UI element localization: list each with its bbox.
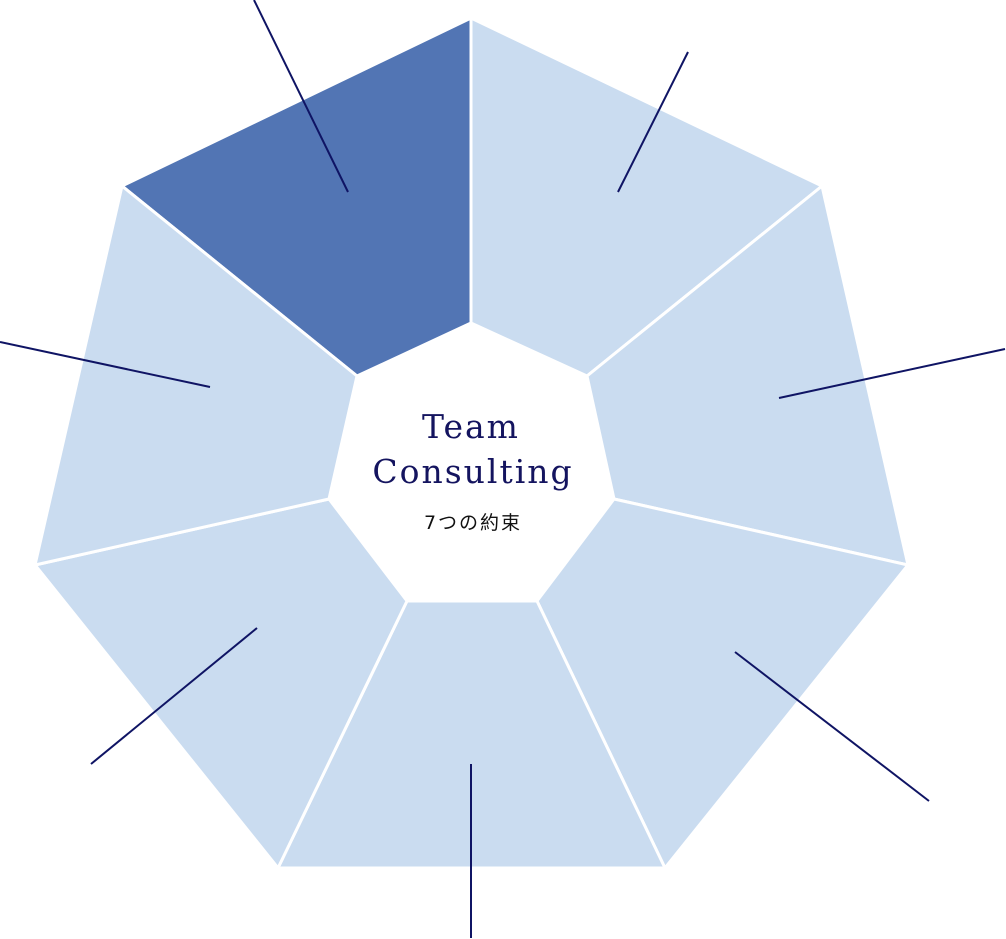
leader-line-3 bbox=[778, 348, 1006, 399]
leader-line-7 bbox=[0, 341, 211, 388]
center-title-line2: Consulting bbox=[372, 452, 573, 491]
leader-line-1 bbox=[253, 0, 349, 193]
segment-7 bbox=[33, 184, 359, 567]
leader-line-6 bbox=[90, 627, 258, 765]
leader-line-2 bbox=[617, 51, 689, 193]
center-title-line1: Team bbox=[422, 407, 520, 446]
center-subtitle: 7つの約束 bbox=[424, 512, 522, 534]
leader-line-4 bbox=[734, 651, 930, 802]
